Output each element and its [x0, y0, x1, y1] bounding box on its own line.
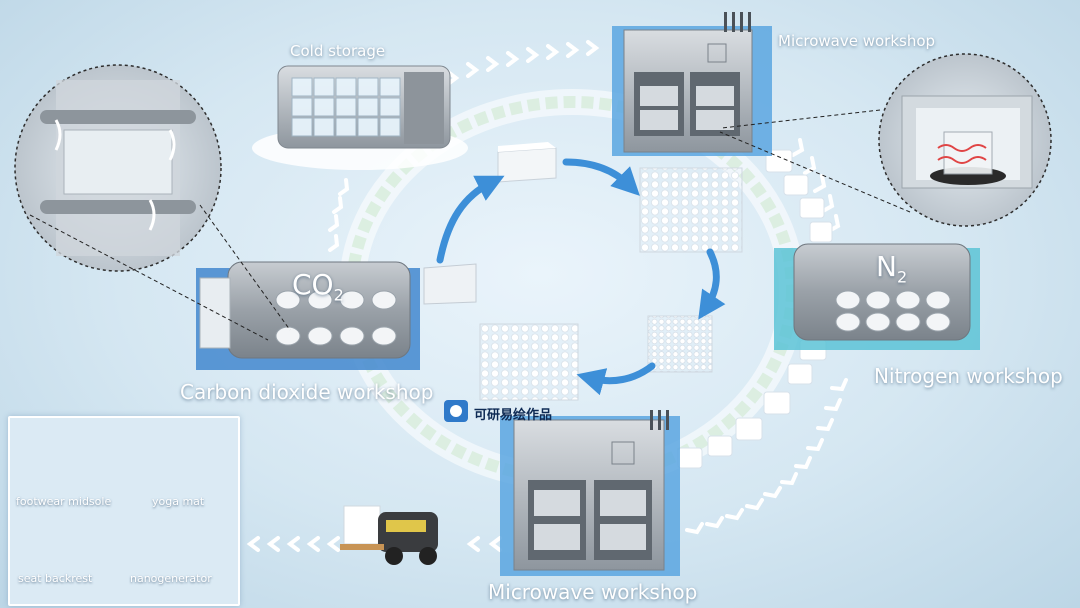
foam-block-left [479, 323, 579, 401]
app-label-seat-backrest: seat backrest [18, 572, 93, 585]
app-label-footwear: footwear midsole [16, 495, 112, 508]
zoom-circle-left [14, 64, 222, 272]
label-microwave-workshop-bottom: Microwave workshop [488, 580, 698, 604]
inner-cycle [423, 142, 743, 401]
label-cold-storage: Cold storage [290, 42, 386, 60]
chevron-trail-right [791, 138, 841, 233]
label-microwave-workshop-top: Microwave workshop [778, 32, 936, 50]
zoom-circle-right [878, 53, 1052, 227]
applications-panel [8, 416, 240, 606]
label-nitrogen-workshop: Nitrogen workshop [874, 364, 1063, 388]
chevron-trail-bottom [246, 536, 502, 552]
solid-sheet-left [423, 263, 477, 305]
app-label-yoga-mat: yoga mat [152, 495, 205, 508]
label-co2-workshop: Carbon dioxide workshop [180, 380, 434, 404]
microwave-workshop-bottom [500, 410, 680, 576]
solid-sheet-top [497, 142, 557, 183]
foam-block-small [647, 315, 713, 373]
cold-storage-unit [252, 65, 468, 170]
watermark-logo [444, 400, 468, 422]
nitrogen-workshop-unit [774, 243, 980, 350]
watermark-text: 可研易绘作品 [474, 408, 553, 423]
microwave-workshop-top [612, 12, 772, 156]
foam-block-right [639, 167, 743, 253]
chevron-trail-lower-right [685, 378, 848, 535]
chevron-trail-top [446, 40, 600, 86]
forklift [340, 505, 438, 565]
chevron-trail-left [328, 178, 350, 252]
n2-formula: N2 [876, 250, 908, 287]
co2-formula: CO2 [292, 268, 344, 305]
co2-workshop-unit [196, 261, 420, 370]
app-label-nanogenerator: nanogenerator [130, 572, 212, 585]
